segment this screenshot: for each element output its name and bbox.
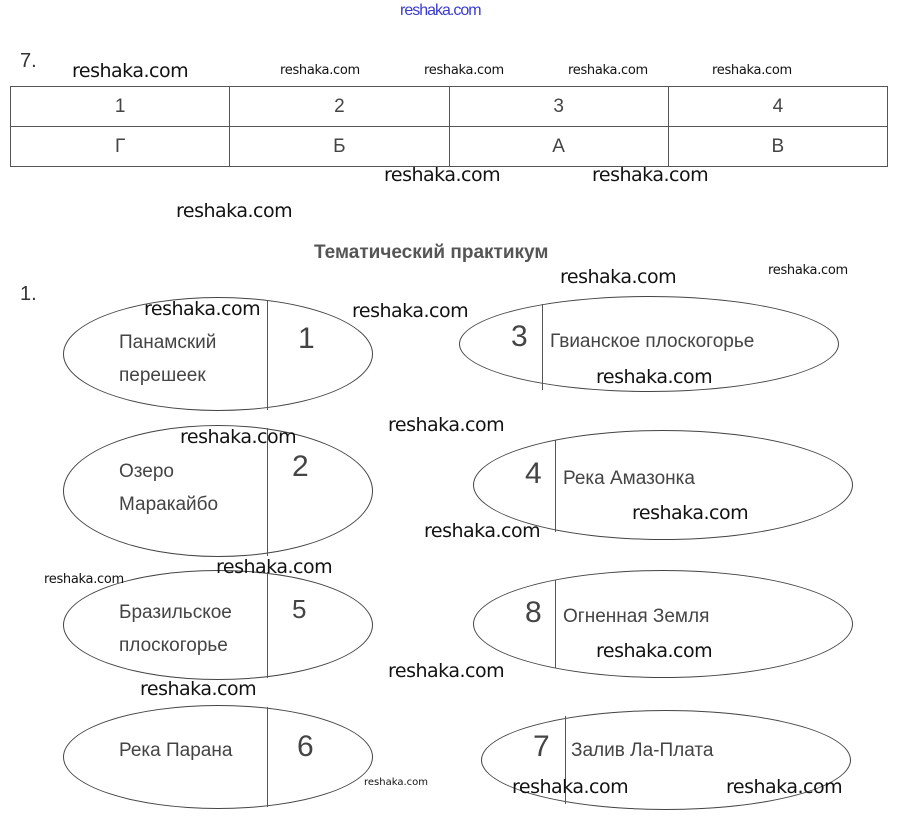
- item-label: Огненная Земля: [563, 600, 709, 633]
- section-title: Тематический практикум: [314, 242, 549, 263]
- ellipse-item: [63, 425, 373, 557]
- table-row: Г Б А В: [9, 126, 889, 167]
- item-number: 2: [292, 450, 309, 483]
- divider: [555, 440, 556, 532]
- watermark: reshaka.com: [592, 164, 709, 186]
- table-header-cell: 4: [667, 86, 889, 127]
- watermark: reshaka.com: [512, 776, 629, 798]
- table-cell: А: [448, 126, 669, 167]
- watermark: reshaka.com: [560, 266, 677, 288]
- divider: [542, 304, 543, 390]
- label-line: Озеро: [119, 461, 174, 482]
- ellipse-item: [63, 570, 373, 680]
- ellipse-item: [63, 297, 373, 411]
- watermark: reshaka.com: [424, 520, 541, 542]
- watermark: reshaka.com: [424, 63, 504, 78]
- item-label: Панамский перешеек: [119, 326, 216, 392]
- watermark: reshaka.com: [352, 300, 469, 322]
- watermark: reshaka.com: [140, 678, 257, 700]
- header-watermark: reshaka.com: [400, 2, 482, 19]
- ellipse-item: [481, 710, 851, 810]
- watermark: reshaka.com: [364, 777, 428, 788]
- item-number: 5: [292, 594, 307, 624]
- item-number: 7: [533, 730, 550, 763]
- answer-table: 1 2 3 4 Г Б А В: [9, 86, 889, 167]
- table-cell: Г: [9, 126, 231, 167]
- watermark: reshaka.com: [72, 60, 189, 82]
- watermark: reshaka.com: [388, 660, 505, 682]
- task-7-number: 7.: [20, 50, 37, 72]
- divider: [565, 716, 566, 804]
- table-header-cell: 1: [9, 86, 231, 127]
- label-line: перешеек: [119, 365, 206, 386]
- item-number: 8: [525, 596, 542, 629]
- watermark: reshaka.com: [726, 776, 843, 798]
- item-label: Бразильское плоскогорье: [119, 596, 232, 662]
- item-label: Река Амазонка: [563, 462, 695, 495]
- watermark: reshaka.com: [180, 426, 297, 448]
- task-1-number: 1.: [20, 283, 37, 305]
- watermark: reshaka.com: [44, 572, 124, 587]
- item-label: Река Парана: [119, 734, 232, 767]
- item-number: 1: [298, 322, 315, 355]
- watermark: reshaka.com: [632, 502, 749, 524]
- watermark: reshaka.com: [712, 63, 792, 78]
- label-line: Река Парана: [119, 740, 233, 761]
- watermark: reshaka.com: [144, 298, 261, 320]
- divider: [267, 300, 268, 410]
- table-cell: В: [667, 126, 889, 167]
- watermark: reshaka.com: [596, 640, 713, 662]
- label-line: Бразильское: [119, 602, 232, 623]
- label-line: Залив Ла-Плата: [571, 740, 714, 761]
- table-row: 1 2 3 4: [9, 86, 889, 127]
- watermark: reshaka.com: [388, 414, 505, 436]
- table-header-cell: 3: [448, 86, 669, 127]
- divider: [267, 707, 268, 807]
- item-number: 4: [525, 457, 542, 490]
- item-label: Залив Ла-Плата: [571, 734, 713, 767]
- watermark: reshaka.com: [768, 263, 848, 278]
- ellipse-item: [473, 570, 853, 678]
- ellipse-item: [459, 296, 839, 392]
- table-header-cell: 2: [229, 86, 450, 127]
- label-line: Панамский: [119, 332, 217, 353]
- watermark: reshaka.com: [384, 164, 501, 186]
- label-line: Маракайбо: [119, 494, 219, 515]
- watermark: reshaka.com: [568, 63, 648, 78]
- label-line: Огненная Земля: [563, 606, 710, 627]
- table-cell: Б: [229, 126, 450, 167]
- item-label: Гвианское плоскогорье: [550, 325, 754, 358]
- watermark: reshaka.com: [280, 63, 360, 78]
- label-line: Река Амазонка: [563, 468, 695, 489]
- divider: [555, 580, 556, 668]
- watermark: reshaka.com: [596, 366, 713, 388]
- label-line: Гвианское плоскогорье: [550, 331, 755, 352]
- watermark: reshaka.com: [176, 200, 293, 222]
- item-number: 3: [511, 320, 528, 353]
- divider: [267, 428, 268, 556]
- label-line: плоскогорье: [119, 635, 228, 656]
- divider: [267, 572, 268, 678]
- watermark: reshaka.com: [216, 556, 333, 578]
- ellipse-item: [473, 430, 853, 540]
- ellipse-item: [63, 705, 373, 809]
- item-number: 6: [297, 730, 314, 763]
